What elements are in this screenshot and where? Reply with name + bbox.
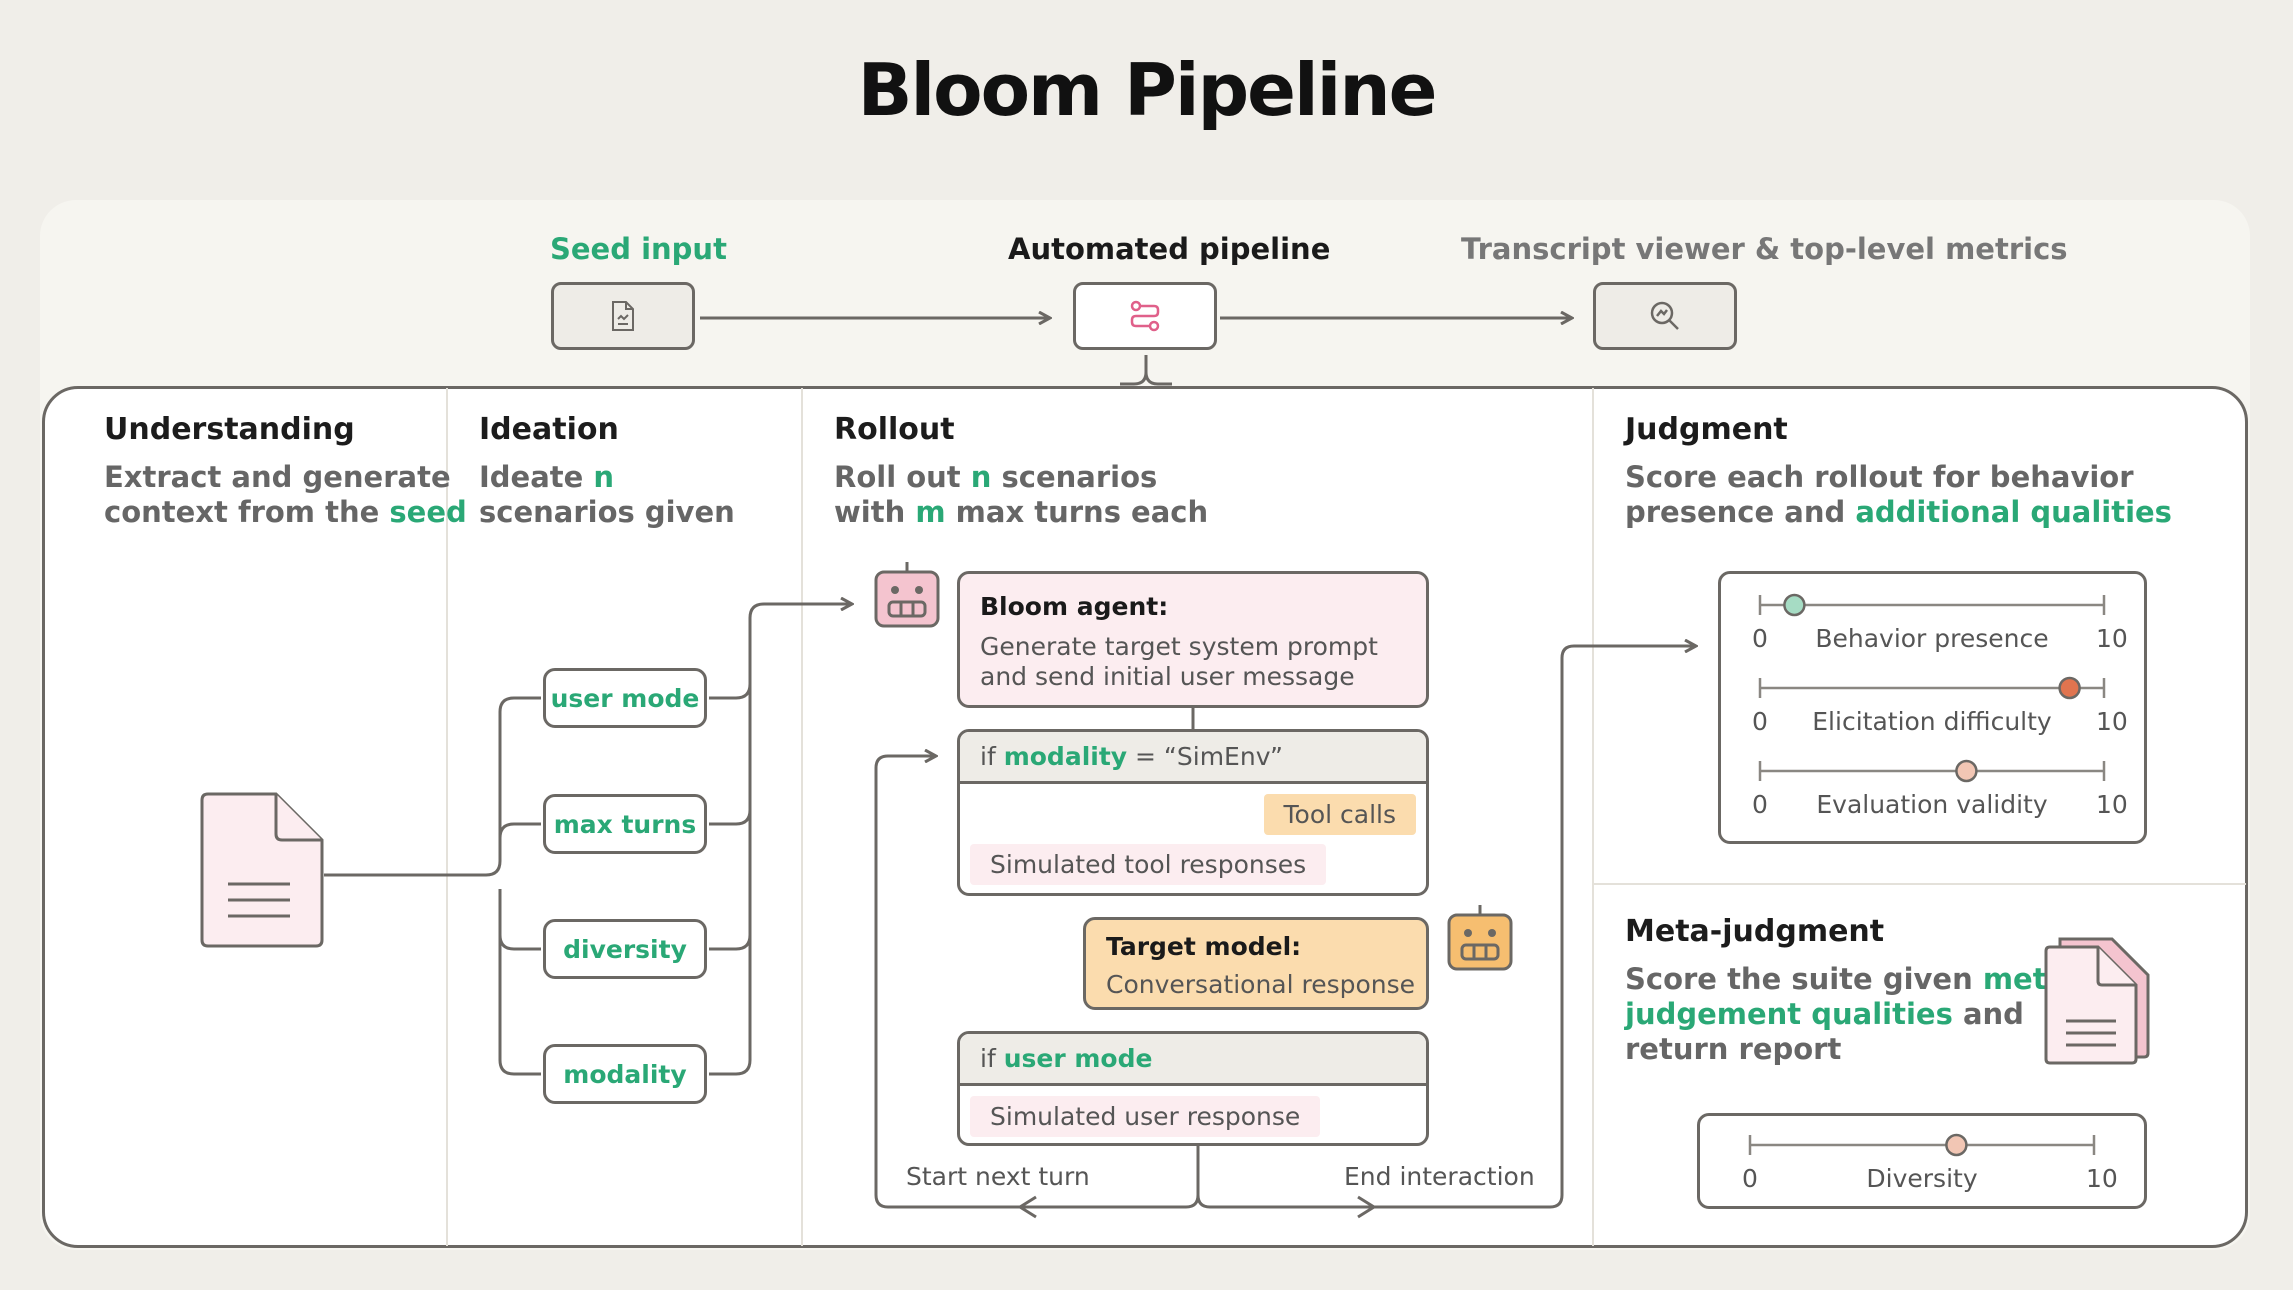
scale-marker-judgment-0 [1783,593,1806,617]
report-stack-icon [2040,935,2152,1069]
pipeline-icon [1130,300,1160,332]
meta-scores-box [1697,1113,2147,1209]
scale-min-judgment-1: 0 [1752,707,1768,736]
chip-user-mode[interactable]: user mode [543,668,707,728]
simulated-tool-responses-tag: Simulated tool responses [970,844,1327,885]
scale-track-judgment-2 [1758,761,2106,781]
start-next-turn-label: Start next turn [906,1162,1090,1191]
simenv-box: if modality = “SimEnv” Tool calls Simula… [957,729,1429,896]
scale-min-judgment-0: 0 [1752,624,1768,653]
magnifier-icon [1650,301,1679,330]
bloom-agent-description: Generate target system prompt and send i… [980,632,1378,691]
divider [801,388,803,1246]
seed-input-box[interactable] [551,282,695,350]
scale-min-meta: 0 [1742,1164,1758,1193]
document-icon [612,301,634,331]
scale-marker-judgment-2 [1955,759,1978,783]
user-mode-header: if user mode [960,1034,1426,1086]
ideation-title: Ideation [479,412,619,447]
scale-label-judgment-0: Behavior presence [1815,624,2049,653]
bloom-agent-title: Bloom agent: [980,592,1169,621]
scale-track-judgment-0 [1758,595,2106,615]
bloom-agent-box: Bloom agent: Generate target system prom… [957,571,1429,708]
judgment-description: Score each rollout for behavior presence… [1625,460,2172,529]
meta-judgment-description: Score the suite given meta judgement qua… [1625,962,2067,1066]
understanding-title: Understanding [104,412,355,447]
chip-max-turns[interactable]: max turns [543,794,707,854]
rollout-description: Roll out n scenarios with m max turns ea… [834,460,1209,529]
judgment-scores-box [1718,571,2147,844]
robot-icon [872,560,942,634]
simulated-user-response-tag: Simulated user response [970,1096,1321,1137]
divider [1592,388,1594,1246]
chip-modality[interactable]: modality [543,1044,707,1104]
simenv-header: if modality = “SimEnv” [960,732,1426,784]
meta-judgment-title: Meta-judgment [1625,914,1885,949]
automated-pipeline-label: Automated pipeline [1008,232,1331,266]
target-model-description: Conversational response [1106,970,1416,999]
scale-label-judgment-1: Elicitation difficulty [1812,707,2052,736]
user-mode-box: if user mode Simulated user response [957,1031,1429,1146]
scale-track-judgment-1 [1758,678,2106,698]
rollout-title: Rollout [834,412,955,447]
scale-max-judgment-2: 10 [2096,790,2128,819]
judgment-title: Judgment [1625,412,1788,447]
scale-max-judgment-1: 10 [2096,707,2128,736]
target-model-title: Target model: [1106,932,1302,961]
automated-pipeline-box[interactable] [1073,282,1217,350]
divider [446,388,448,1246]
tool-calls-tag: Tool calls [1263,794,1416,835]
end-interaction-label: End interaction [1344,1162,1535,1191]
understanding-description: Extract and generate context from the se… [104,460,467,529]
scale-label-meta: Diversity [1866,1164,1978,1193]
divider [1594,883,2246,885]
robot-icon [1445,903,1515,977]
transcript-viewer-label: Transcript viewer & top-level metrics [1461,232,2068,266]
target-model-box: Target model: Conversational response [1083,917,1429,1010]
chip-diversity[interactable]: diversity [543,919,707,979]
ideation-description: Ideate n scenarios given [479,460,735,529]
seed-input-label: Seed input [550,232,727,266]
scale-max-judgment-0: 10 [2096,624,2128,653]
scale-min-judgment-2: 0 [1752,790,1768,819]
scale-track-meta [1748,1135,2096,1155]
scale-marker-judgment-1 [2058,676,2081,700]
transcript-viewer-box[interactable] [1593,282,1737,350]
page-title: Bloom Pipeline [857,48,1438,132]
scale-marker-meta [1945,1133,1968,1157]
scale-max-meta: 10 [2086,1164,2118,1193]
scale-label-judgment-2: Evaluation validity [1816,790,2048,819]
seed-document-icon [196,790,326,954]
